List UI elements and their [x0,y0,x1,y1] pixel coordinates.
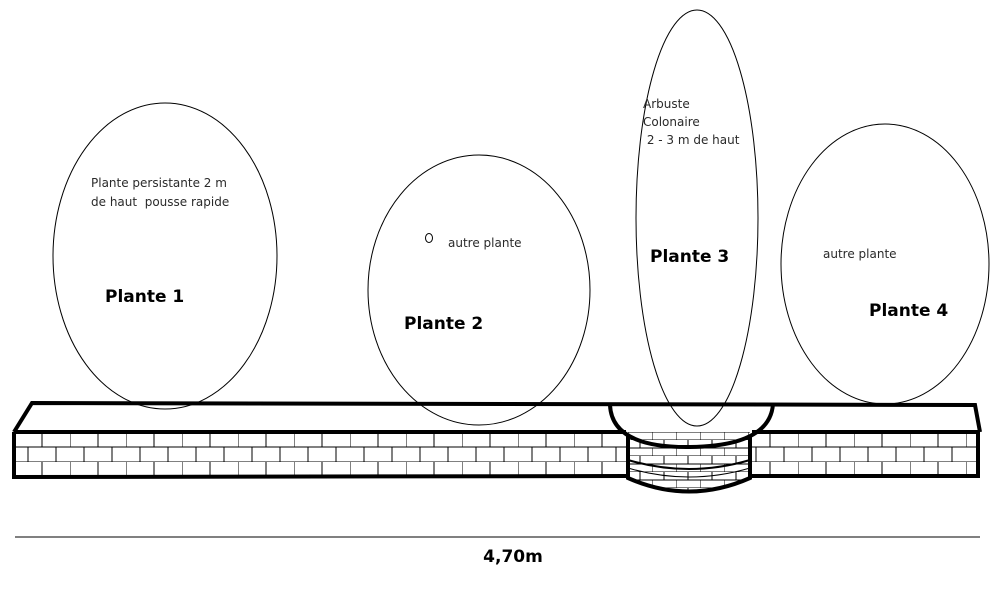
dimension-label: 4,70m [483,547,543,567]
plant-4-canopy [780,123,990,405]
plant-4-label: Plante 4 [869,301,948,321]
plant-3-note-line-1: Arbuste [643,97,690,111]
planter-wall [12,400,982,494]
plant-3-canopy [635,9,759,427]
plant-2-canopy [367,154,591,426]
plant-1-canopy [52,102,278,410]
plant-4-note: autre plante [823,247,897,261]
plant-3-label: Plante 3 [650,247,729,267]
plant-1-note-line-2: de haut pousse rapide [91,195,229,209]
plant-2-label: Plante 2 [404,314,483,334]
plant-1-label: Plante 1 [105,287,184,307]
plant-3-note-line-2: Colonaire [643,115,700,129]
small-circle-marker [425,233,433,243]
plant-3-note-line-3: 2 - 3 m de haut [643,133,740,147]
plant-2-note: autre plante [448,236,522,250]
plant-1-note-line-1: Plante persistante 2 m [91,176,227,190]
